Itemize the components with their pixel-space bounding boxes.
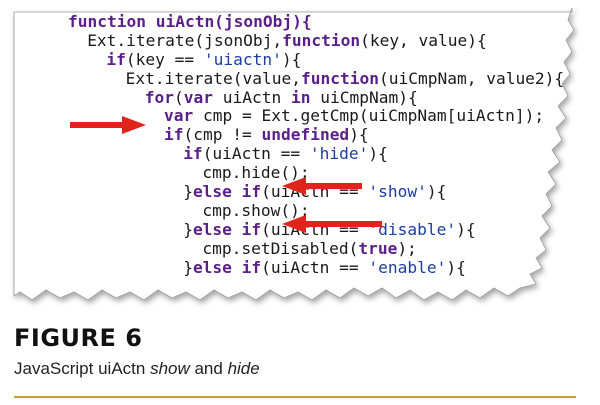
code-token: cmp.show();	[202, 200, 310, 220]
code-token: (uiActn ==	[202, 144, 310, 164]
code-token: uiCmpNam){	[310, 87, 418, 107]
code-token: 'enable'	[368, 257, 447, 277]
code-line: cmp.hide();	[0, 163, 564, 183]
code-token: 'uiactn'	[203, 49, 282, 69]
code-token: var	[183, 87, 214, 107]
code-panel-background	[13, 7, 575, 301]
code-token: }	[183, 182, 193, 202]
code-token: function	[301, 68, 379, 88]
code-token: true	[358, 238, 398, 258]
code-line: }else if(uiActn == 'show'){	[0, 182, 564, 202]
code-token: (uiActn ==	[261, 257, 369, 277]
caption-hide: hide	[227, 359, 260, 378]
code-token: 'show'	[368, 182, 427, 202]
code-token: function uiActn(jsonObj){	[68, 12, 312, 31]
caption-prefix: JavaScript uiActn	[14, 359, 151, 378]
caption-show: show	[150, 359, 190, 378]
figure-label: FIGURE 6	[14, 324, 143, 352]
code-line: var cmp = Ext.getCmp(uiCmpNam[uiActn]);	[0, 107, 564, 126]
code-line: }else if(uiActn == 'enable'){	[0, 257, 564, 278]
code-token: uiActn	[213, 87, 292, 107]
figure-caption: JavaScript uiActn show and hide	[14, 359, 260, 379]
code-token: Ext.iterate(value,	[125, 68, 302, 88]
code-token: ){	[456, 219, 476, 239]
code-token: ){	[426, 182, 447, 202]
code-token: ){	[281, 49, 302, 69]
code-listing: function uiActn(jsonObj){Ext.iterate(jso…	[0, 12, 565, 278]
code-token: else if	[192, 219, 262, 239]
arrow-cmp-hide	[282, 177, 362, 195]
code-line: function uiActn(jsonObj){	[0, 12, 564, 32]
code-line: for(var uiActn in uiCmpNam){	[0, 87, 564, 108]
code-line: cmp.setDisabled(true);	[0, 238, 564, 259]
caption-rule	[14, 396, 576, 398]
code-line: Ext.iterate(jsonObj,function(key, value)…	[0, 30, 564, 51]
code-token: cmp.setDisabled(	[202, 238, 359, 258]
code-line: cmp.show();	[0, 200, 564, 221]
arrow-var-cmp	[70, 116, 146, 134]
code-token: (	[174, 87, 184, 107]
code-token: in	[291, 87, 311, 107]
code-token: else if	[192, 257, 262, 277]
code-token: Ext.iterate(jsonObj,	[87, 30, 283, 50]
code-token: (key, value){	[360, 30, 487, 50]
code-token: cmp.hide();	[202, 163, 310, 183]
code-token: (uiCmpNam, value2){	[379, 68, 565, 88]
code-token: (key ==	[125, 49, 204, 69]
code-token: (cmp !=	[183, 125, 262, 145]
code-token: ){	[446, 257, 466, 277]
code-token: 'hide'	[309, 144, 369, 164]
code-token: var	[164, 106, 194, 126]
code-token: for	[144, 87, 175, 107]
code-token: cmp = Ext.getCmp(uiCmpNam[uiActn]);	[193, 106, 545, 126]
code-token: undefined	[261, 125, 350, 145]
caption-and: and	[189, 359, 228, 378]
code-token: 'disable'	[368, 219, 457, 239]
code-token: if	[106, 49, 126, 69]
code-token: if	[164, 125, 184, 145]
code-line: if(cmp != undefined){	[0, 125, 564, 145]
code-token: ){	[368, 144, 388, 164]
code-line: }else if(uiActn == 'disable'){	[0, 219, 564, 240]
code-line: if(key == 'uiactn'){	[0, 49, 564, 70]
code-token: function	[282, 30, 361, 50]
code-token: ){	[349, 125, 369, 145]
code-line: if(uiActn == 'hide'){	[0, 144, 564, 164]
code-line: Ext.iterate(value,function(uiCmpNam, val…	[0, 68, 565, 89]
code-token: if	[183, 144, 203, 164]
code-token: );	[397, 238, 417, 258]
code-token: }	[183, 257, 193, 277]
code-token: else if	[192, 182, 262, 202]
code-token: }	[183, 219, 193, 239]
arrow-cmp-show	[282, 215, 382, 233]
